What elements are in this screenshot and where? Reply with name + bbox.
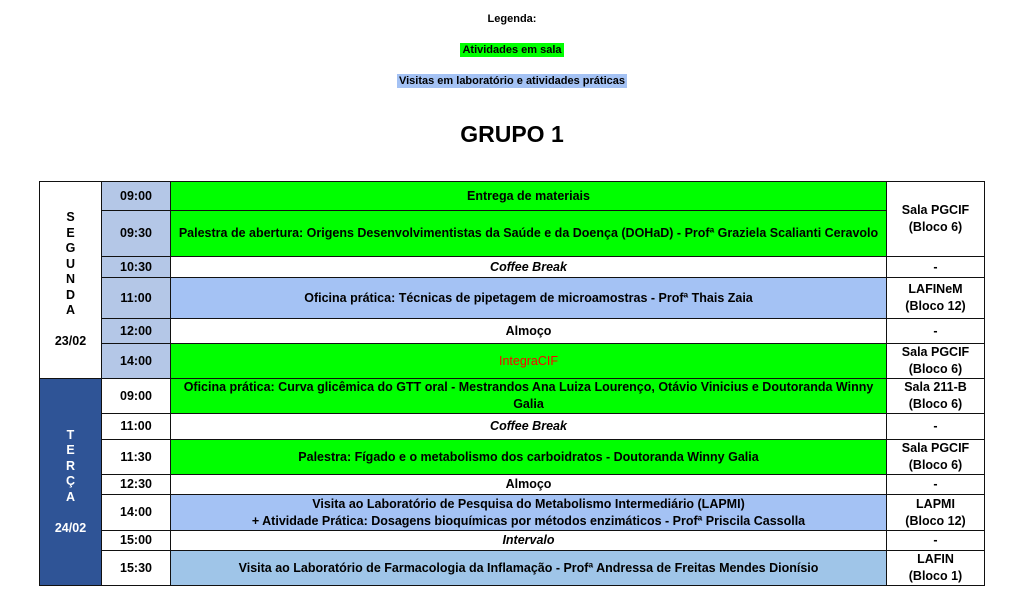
day-letter: G xyxy=(65,241,76,256)
day-letter: E xyxy=(66,225,75,240)
day-letter: S xyxy=(66,210,75,225)
day-letter: T xyxy=(66,427,75,442)
activity: Intervalo xyxy=(170,530,887,551)
activity: Visita ao Laboratório de Farmacologia da… xyxy=(170,550,887,586)
time: 09:00 xyxy=(101,378,171,414)
day-letter: E xyxy=(66,443,75,458)
time: 09:30 xyxy=(101,210,171,257)
time: 11:30 xyxy=(101,439,171,475)
activity: Almoço xyxy=(170,318,887,344)
room: LAFINeM(Bloco 12) xyxy=(886,277,985,319)
time: 12:00 xyxy=(101,318,171,344)
activity: Coffee Break xyxy=(170,413,887,440)
time: 15:00 xyxy=(101,530,171,551)
legend-in-room: Atividades em sala xyxy=(460,43,564,57)
room: - xyxy=(886,413,985,440)
activity: Almoço xyxy=(170,474,887,495)
room: Sala PGCIF(Bloco 6) xyxy=(886,439,985,475)
activity: Coffee Break xyxy=(170,256,887,278)
room: Sala PGCIF(Bloco 6) xyxy=(886,181,985,257)
time: 15:30 xyxy=(101,550,171,586)
day-date: 24/02 xyxy=(54,520,87,535)
room: - xyxy=(886,256,985,278)
day-date: 23/02 xyxy=(54,334,87,349)
activity: Oficina prática: Técnicas de pipetagem d… xyxy=(170,277,887,319)
time: 14:00 xyxy=(101,343,171,379)
legend-title: Legenda: xyxy=(487,13,537,25)
day-letter: D xyxy=(65,287,76,302)
page-title: GRUPO 1 xyxy=(460,121,564,147)
activity: Oficina prática: Curva glicêmica do GTT … xyxy=(170,378,887,414)
time: 12:30 xyxy=(101,474,171,495)
time: 11:00 xyxy=(101,413,171,440)
activity: IntegraCIF xyxy=(170,343,887,379)
room: Sala 211-B(Bloco 6) xyxy=(886,378,985,414)
day-letter: U xyxy=(65,256,76,271)
room: - xyxy=(886,474,985,495)
activity: Palestra: Fígado e o metabolismo dos car… xyxy=(170,439,887,475)
day-letter: N xyxy=(65,272,76,287)
legend-lab: Visitas em laboratório e atividades prát… xyxy=(396,74,627,88)
time: 09:00 xyxy=(101,181,171,211)
room: LAFIN(Bloco 1) xyxy=(886,550,985,586)
room: - xyxy=(886,530,985,551)
room: LAPMI(Bloco 12) xyxy=(886,494,985,531)
room: - xyxy=(886,318,985,344)
activity: Visita ao Laboratório de Pesquisa do Met… xyxy=(170,494,887,531)
day-letter: A xyxy=(65,303,76,318)
activity: Entrega de materiais xyxy=(170,181,887,211)
time: 10:30 xyxy=(101,256,171,278)
time: 11:00 xyxy=(101,277,171,319)
activity: Palestra de abertura: Origens Desenvolvi… xyxy=(170,210,887,257)
room: Sala PGCIF(Bloco 6) xyxy=(886,343,985,379)
day-letter: A xyxy=(65,489,76,504)
day-letter: R xyxy=(65,458,76,473)
time: 14:00 xyxy=(101,494,171,531)
day-letter: Ç xyxy=(65,474,76,489)
